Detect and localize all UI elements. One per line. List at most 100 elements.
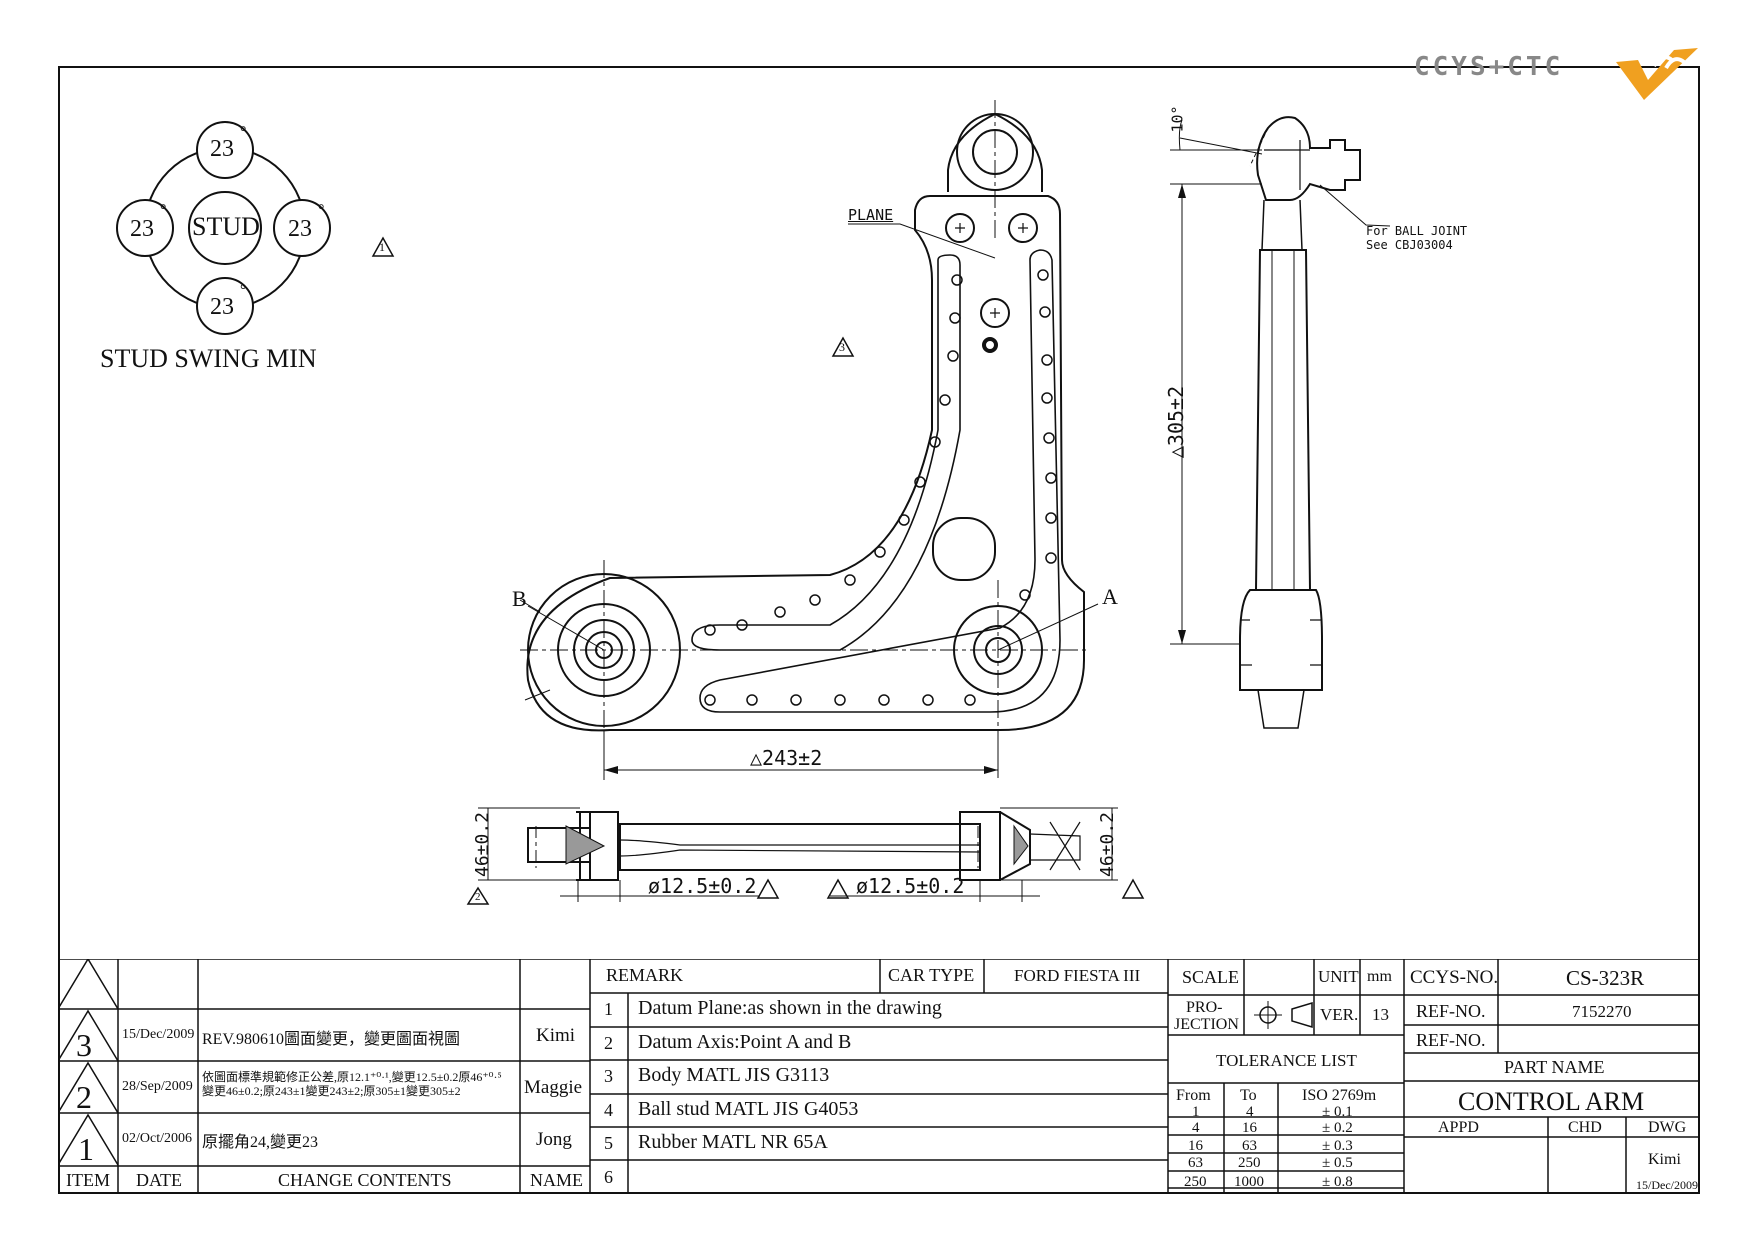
rev-2-date: 28/Sep/2009 <box>122 1079 193 1094</box>
tol-4-to: 250 <box>1238 1155 1261 1171</box>
remark-2-text: Datum Axis:Point A and B <box>638 1031 852 1053</box>
logo-text: CCYS+CTC <box>1414 52 1564 82</box>
tol-header-to: To <box>1240 1087 1257 1104</box>
rev-1-content: 原擺角24,變更23 <box>202 1134 319 1151</box>
rev-2-content-2: 變更46±0.2;原243±1變更243±2;原305±1變更305±2 <box>202 1084 461 1098</box>
rev-1-name: Jong <box>536 1129 572 1150</box>
technical-drawing <box>116 100 1391 905</box>
ref-no2-label: REF-NO. <box>1416 1030 1486 1050</box>
ball-joint-note-1: For BALL JOINT <box>1366 224 1468 238</box>
degree-left: ° <box>160 202 167 219</box>
logo-mark-icon <box>1616 48 1698 100</box>
swing-angle-left: 23 <box>130 216 154 242</box>
unit-label: UNIT <box>1318 967 1359 986</box>
degree-right: ° <box>318 202 325 219</box>
tol-2-from: 4 <box>1192 1120 1200 1136</box>
remark-4-text: Ball stud MATL JIS G4053 <box>638 1098 859 1120</box>
swing-angle-bottom: 23 <box>210 294 234 320</box>
dwg-name: Kimi <box>1648 1151 1681 1168</box>
car-type-label: CAR TYPE <box>888 965 975 985</box>
ccys-no-label: CCYS-NO. <box>1410 967 1499 988</box>
stud-label: STUD <box>192 212 260 241</box>
scale-label: SCALE <box>1182 967 1240 987</box>
swing-angle-top: 23 <box>210 136 234 162</box>
tol-5-to: 1000 <box>1234 1174 1264 1190</box>
header-item: ITEM <box>66 1170 110 1190</box>
rev-3-date: 15/Dec/2009 <box>122 1027 195 1042</box>
plane-label: PLANE <box>848 206 894 224</box>
rev-2-item: 2 <box>76 1079 92 1115</box>
bore-left: ø12.5±0.2 <box>648 874 757 898</box>
remark-3-text: Body MATL JIS G3113 <box>638 1064 830 1086</box>
remark-5-text: Rubber MATL NR 65A <box>638 1131 828 1153</box>
stud-swing-diagram <box>116 121 331 335</box>
projection-label-1: PRO- <box>1186 999 1223 1016</box>
remark-4-no: 4 <box>604 1100 613 1120</box>
header-content: CHANGE CONTENTS <box>278 1170 452 1190</box>
remark-1-no: 1 <box>604 999 613 1019</box>
degree-top: ° <box>240 124 247 141</box>
projection-label-2: JECTION <box>1174 1016 1239 1033</box>
rev-3-content: REV.980610圖面變更，變更圖面視圖 <box>202 1031 460 1048</box>
remark-5-no: 5 <box>604 1133 613 1153</box>
tol-header-from: From <box>1176 1087 1211 1104</box>
remark-header: REMARK <box>606 965 684 985</box>
tol-1-to: 4 <box>1246 1104 1254 1120</box>
tol-1-val: ± 0.1 <box>1322 1104 1353 1120</box>
tol-4-val: ± 0.5 <box>1322 1155 1353 1171</box>
tol-3-from: 16 <box>1188 1138 1203 1154</box>
appd-label: APPD <box>1438 1119 1479 1136</box>
degree-bottom: ° <box>240 282 247 299</box>
swing-angle-right: 23 <box>288 216 312 242</box>
ref-no-label: REF-NO. <box>1416 1001 1486 1021</box>
point-a-label: A <box>1102 584 1118 609</box>
dim-height: △305±2 <box>1164 385 1189 459</box>
part-name-label: PART NAME <box>1504 1057 1605 1077</box>
tol-1-from: 1 <box>1192 1104 1200 1120</box>
dim-length: △243±2 <box>750 746 823 770</box>
tol-5-from: 250 <box>1184 1174 1207 1190</box>
header-name: NAME <box>530 1170 583 1190</box>
unit-value: mm <box>1367 968 1392 985</box>
rev-mark-3: 3 <box>839 340 845 354</box>
rev-mark-1: 1 <box>379 240 385 254</box>
company-logo: CCYS+CTC <box>1410 44 1700 100</box>
remark-1-text: Datum Plane:as shown in the drawing <box>638 997 942 1019</box>
control-arm-side-view <box>1170 116 1391 729</box>
ball-joint-note-2: See CBJ03004 <box>1366 238 1453 252</box>
ver-value: 13 <box>1372 1005 1389 1024</box>
drawing-frame <box>58 66 1700 1194</box>
stud-swing-caption: STUD SWING MIN <box>100 344 317 373</box>
rev-mark-2: 2 <box>475 891 481 903</box>
dim-left-height: 46±0.2 <box>472 811 494 878</box>
rev-1-item: 1 <box>78 1131 94 1167</box>
ccys-no-value: CS-323R <box>1566 966 1645 990</box>
rev-1-date: 02/Oct/2006 <box>122 1131 192 1146</box>
remark-3-no: 3 <box>604 1066 613 1086</box>
title-block: 3 15/Dec/2009 REV.980610圖面變更，變更圖面視圖 Kimi… <box>58 959 1700 1194</box>
dwg-date: 15/Dec/2009 <box>1636 1178 1698 1192</box>
control-arm-main-view <box>519 100 1099 780</box>
car-type-value: FORD FIESTA III <box>1014 966 1141 985</box>
ver-label: VER. <box>1320 1005 1359 1024</box>
tol-3-to: 63 <box>1242 1138 1257 1154</box>
rev-3-name: Kimi <box>536 1025 576 1046</box>
tol-3-val: ± 0.3 <box>1322 1138 1353 1154</box>
dim-right-height: 46±0.2 <box>1097 811 1119 878</box>
side-angle: 10° <box>1168 105 1187 133</box>
point-b-label: B <box>512 586 527 611</box>
rev-2-content-1: 依圖面標準規範修正公差,原12.1⁺⁰·¹,變更12.5±0.2原46⁺⁰·⁵ <box>202 1070 502 1084</box>
ref-no-value: 7152270 <box>1572 1002 1632 1021</box>
tol-2-to: 16 <box>1242 1120 1257 1136</box>
tol-4-from: 63 <box>1188 1155 1203 1171</box>
tolerance-title: TOLERANCE LIST <box>1216 1051 1357 1070</box>
title-block-lines <box>58 959 1700 1194</box>
dwg-label: DWG <box>1648 1119 1687 1136</box>
rev-3-item: 3 <box>76 1027 92 1063</box>
tol-2-val: ± 0.2 <box>1322 1120 1353 1136</box>
rev-2-name: Maggie <box>524 1077 583 1098</box>
remark-6-no: 6 <box>604 1167 613 1187</box>
remark-2-no: 2 <box>604 1033 613 1053</box>
chd-label: CHD <box>1568 1119 1602 1136</box>
bore-right: ø12.5±0.2 <box>856 874 965 898</box>
